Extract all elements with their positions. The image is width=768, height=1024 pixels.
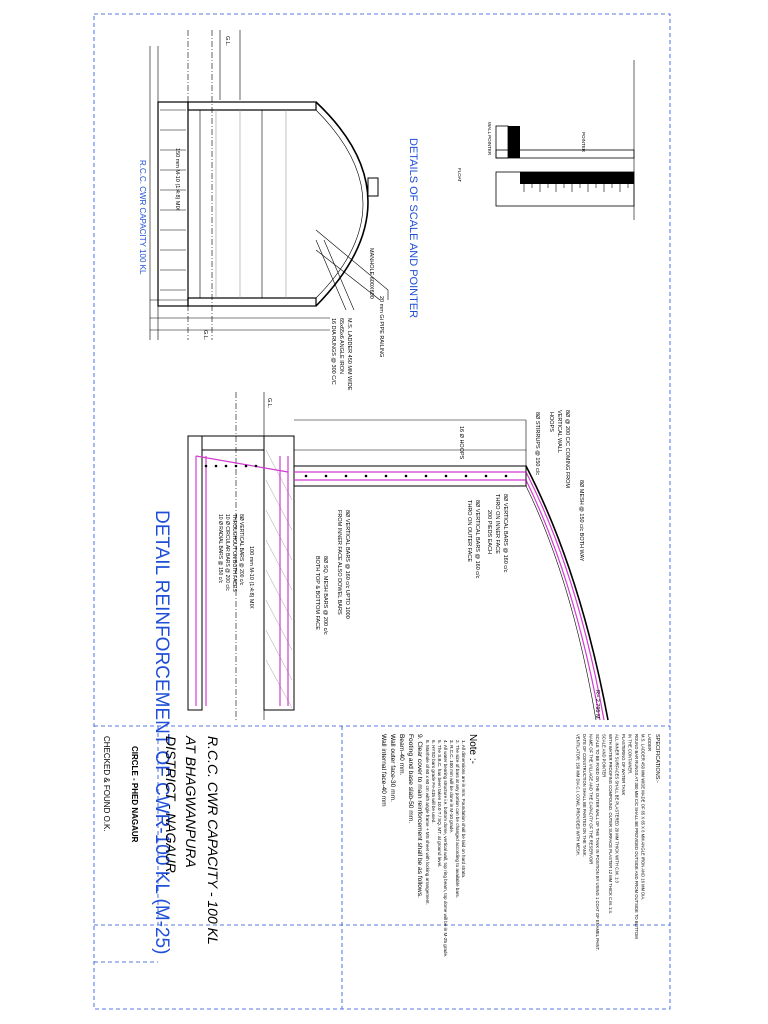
specification-line: DATE OF CONSTRUCTION SHALL BE PAINTED ON… [582, 734, 587, 857]
label-mix-150: 150 mm M-10 (1:4:8) MIX [174, 148, 180, 211]
label-wall-pointer: WALL POINTER [487, 122, 492, 156]
specification-line: IN THE CONTAINER. [628, 734, 633, 774]
label-dome-mesh: 8Ø MESH @ 150 c/c BOTH WAY [578, 480, 584, 562]
reinforcement-detail-drawing [187, 392, 609, 721]
note-item: 2. The size of bars at any portion can b… [455, 740, 460, 898]
label-radial-1: 8Ø VERTICAL BARS @ 200 c/c [238, 514, 244, 586]
note-item: 5. The S.B.C. has been taken 10.0 T / SQ… [437, 740, 442, 867]
label-vertical-bars-4: THRO ON OUTER FACE [466, 500, 472, 562]
label-ladder-1: M.S. LADDER 450 MM WIDE [346, 318, 352, 391]
label-radial-2: THROUGHOUT ON BOTH FACES [231, 514, 237, 592]
label-mesh-200-b: BOTH TOP & BOTTOM FACE [314, 556, 320, 630]
note-item: Footing and base slab-50 mm. [407, 734, 414, 823]
label-hoops-200: 200 PIEDS EACH [486, 510, 492, 554]
label-dome-radius: R= 2.795 M [594, 690, 600, 719]
label-gl-bottom: G.L. [202, 330, 208, 341]
label-vertical-bars-1: 8Ø VERTICAL BARS @ 160 c/c [502, 494, 508, 573]
specification-line: VENTILATOR: 150 MM DIA C.I. COWL PROVIDE… [576, 734, 581, 856]
specification-line: SCALE TO BE FIXED ON THE OUTER WALL OF T… [595, 734, 600, 951]
label-radial-4: 10 Ø RADIAL BARS @ 150 c/c [217, 514, 223, 584]
section-caption: R.C.C. CWR CAPACITY 100 KL [138, 160, 147, 275]
label-base-bars-2: FROM INNER FACE ALSO DOWEL BARS [336, 510, 342, 615]
specifications-heading: SPECIFICATIONS:- [654, 734, 660, 783]
label-pointer: POINTER [581, 132, 586, 153]
project-line3: DISTRICT - NAGAUR. [163, 736, 179, 877]
specification-line: PLASTERING OF WATER TANK [621, 734, 626, 795]
label-hoops-top: HOOPS [548, 412, 554, 432]
note-item: Beam-40 mm. [398, 734, 405, 776]
label-mix-100: 100 mm M-10 (1:4:8) MIX [248, 546, 254, 609]
note-item: 6. HYSD bars grade Fe-415 will be used. [431, 740, 436, 824]
specification-line: NAME OF THE VILLAGE AND THE CAPACITY OF … [589, 734, 594, 864]
label-mesh-200: 8Ø SQ. MESH BARS @ 200 c/c [322, 556, 328, 635]
label-ladder-3: 16 DIA RUNGS @ 300 C/C [330, 318, 336, 385]
scale-caption: DETAILS OF SCALE AND POINTER [407, 138, 419, 318]
label-ring-beam-1: 8Ø @ 200 C/C COMING FROM [564, 410, 570, 488]
checked-label: CHECKED & FOUND O.K. [102, 736, 111, 832]
notes-block: Note :- 1. All dimensions are in mm. Fou… [380, 734, 478, 957]
cwr-section-drawing [149, 30, 389, 340]
project-line2: AT BHAGWANPURA [183, 735, 199, 868]
specification-line: ALL INNER SURFACES SHALL BE PLASTERED 20… [615, 734, 620, 883]
note-item: 9. Clear cover to main reinforcement sha… [416, 734, 423, 898]
label-base-bars-1: 8Ø VERTICAL BARS @ 160 c/c UPTO 1000 [344, 510, 350, 619]
label-manhole: MANHOLE 600X600 [368, 248, 374, 299]
label-radial-3: 10 Ø CIRCULAR BARS @ 200 c/c [224, 514, 230, 591]
specification-line: M.S. LADDER 450 MM WIDE MADE OF 65 X 65 … [641, 734, 646, 900]
notes-heading: Note :- [467, 734, 478, 764]
label-ladder-2: 65x65x6 ANGLE IRON [338, 318, 344, 374]
note-item: Wall internal face-40 mm [380, 734, 387, 807]
note-item: Wall outer face-30 mm. [389, 734, 396, 802]
label-vertical-bars-2: THRO ON INNER FACE [494, 494, 500, 554]
note-item: 4. All water bearing structure i.e. bott… [443, 740, 448, 957]
sheet-frame [93, 13, 671, 1010]
note-item: 8. Manhole of 60 x 60 cm with angle fram… [425, 740, 430, 905]
specification-line: SCALE AND POINTER [602, 734, 607, 777]
label-float: FLOAT [457, 168, 462, 182]
label-gl-top: G.L. [224, 36, 230, 47]
label-stirrups: 8Ø STIRRUPS @ 150 c/c [534, 412, 540, 475]
label-vertical-bars-3: 8Ø VERTICAL BARS @ 160 c/c [474, 500, 480, 579]
label-hoops-16: 16 Ø HOOPS [458, 426, 464, 460]
note-item: 1. All dimensions are in mm. Foundation … [461, 740, 466, 878]
specification-line: LADDER [647, 734, 652, 751]
label-railing: 20 mm Gi PIPE RAILING [378, 296, 384, 357]
project-line1: R.C.C. CWR CAPACITY - 100 KL [205, 736, 221, 945]
label-ring-beam-2: VERTICAL WALL [556, 410, 562, 453]
scale-pointer-drawing [495, 60, 635, 220]
circle-label: CIRCLE - PHED NAGAUR [130, 746, 139, 843]
note-item: 3. R.C.C. 100 mm will be done in M-10 gr… [449, 740, 454, 833]
specification-line: ROUND BAR RUNGS AT 300 MM C/C SHALL BE P… [634, 734, 639, 939]
label-gl-detail: G.L. [266, 398, 272, 409]
drawing-title-line1: DETAIL REINFORCEMENT OF CWR-100 KL (M-25… [151, 510, 172, 954]
specification-line: WITH WATER PROOFING COMPOUND. OUTER SURF… [608, 734, 613, 914]
